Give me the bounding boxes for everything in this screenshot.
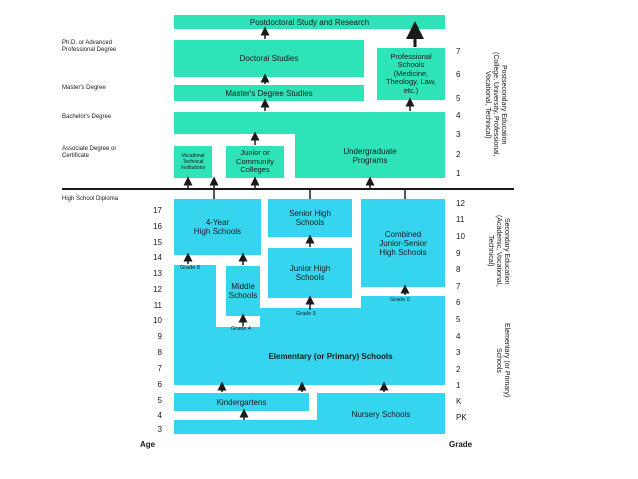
box-elem-upper: [260, 308, 445, 327]
age-8: 8: [157, 348, 162, 357]
age-11: 11: [153, 301, 162, 310]
postsec-year-6: 6: [456, 70, 461, 79]
grade-6: 6: [456, 298, 461, 307]
grade-pk: PK: [456, 413, 467, 422]
grade-11: 11: [456, 215, 465, 224]
box-kindergartens: Kindergartens: [174, 393, 309, 411]
box-nursery-bottom: [317, 426, 445, 434]
label-grade-6: Grade 6: [390, 297, 410, 303]
age-5: 5: [157, 396, 162, 405]
box-elem-left: [174, 265, 216, 385]
box-undergraduate: Undergraduate Programs: [295, 134, 445, 178]
box-four-year-hs: 4-Year High Schools: [174, 199, 261, 255]
age-header: Age: [140, 440, 156, 449]
grade-2: 2: [456, 365, 461, 374]
side-label-postsecondary: Postsecondary Education (College, Univer…: [484, 52, 507, 157]
box-junior-hs: Junior High Schools: [268, 248, 352, 298]
age-10: 10: [153, 316, 162, 325]
label-grade-8: Grade 8: [180, 265, 200, 271]
postsec-year-5: 5: [456, 94, 461, 103]
box-junior-college: Junior or Community Colleges: [226, 146, 284, 178]
label-bachelors: Bachelor's Degree: [62, 114, 112, 120]
age-3: 3: [157, 425, 162, 434]
box-professional: Professional Schools (Medicine, Theology…: [377, 48, 445, 100]
grade-5: 5: [456, 315, 461, 324]
label-grade-4: Grade 4: [231, 326, 251, 332]
label-phd: Ph.D. or Advanced Professional Degree: [62, 40, 117, 53]
age-7: 7: [157, 364, 162, 373]
box-middle: Middle Schools: [226, 266, 260, 316]
grade-8: 8: [456, 265, 461, 274]
box-doctoral: Doctoral Studies: [174, 40, 364, 77]
box-k-right: [317, 393, 445, 403]
grade-12: 12: [456, 199, 465, 208]
grade-9: 9: [456, 249, 461, 258]
label-masters: Master's Degree: [62, 85, 106, 91]
age-14: 14: [153, 253, 162, 262]
label-grade-5: Grade 5: [296, 311, 316, 317]
grade-7: 7: [456, 282, 461, 291]
postsec-year-1: 1: [456, 169, 461, 178]
box-elem-upper-right: [361, 296, 445, 308]
elementary-label: Elementary (or Primary) Schools: [268, 351, 393, 361]
age-6: 6: [157, 380, 162, 389]
box-senior-hs: Senior High Schools: [268, 199, 352, 237]
diploma-line: [62, 188, 514, 190]
grade-header: Grade: [449, 440, 473, 449]
label-high-school-diploma: High School Diploma: [62, 196, 119, 202]
age-15: 15: [153, 238, 162, 247]
grade-k: K: [456, 397, 462, 406]
grade-3: 3: [456, 348, 461, 357]
postsec-year-2: 2: [456, 150, 461, 159]
age-4: 4: [157, 411, 162, 420]
age-16: 16: [153, 222, 162, 231]
label-associate: Associate Degree or Certificate: [62, 146, 117, 159]
age-12: 12: [153, 285, 162, 294]
box-masters: Master's Degree Studies: [174, 85, 364, 101]
side-label-secondary: Secondary Education (Academic, Vocationa…: [487, 215, 510, 287]
box-upper-undergrad: [174, 112, 445, 134]
box-vocational: Vocational Technical Institutions: [174, 146, 212, 178]
postsec-year-7: 7: [456, 47, 461, 56]
box-elementary: Elementary (or Primary) Schools: [216, 327, 445, 385]
age-17: 17: [153, 206, 162, 215]
side-label-elementary: Elementary (or Primary) Schools: [495, 322, 510, 398]
age-13: 13: [153, 269, 162, 278]
grade-10: 10: [456, 232, 465, 241]
grade-4: 4: [456, 332, 461, 341]
box-combined-hs: Combined Junior-Senior High Schools: [361, 199, 445, 287]
box-nursery: Nursery Schools: [317, 403, 445, 426]
postsec-year-3: 3: [456, 130, 461, 139]
postsec-year-4: 4: [456, 111, 461, 120]
box-postdoctoral: Postdoctoral Study and Research: [174, 15, 445, 29]
grade-1: 1: [456, 381, 461, 390]
box-nursery-left: [174, 420, 317, 434]
age-9: 9: [157, 332, 162, 341]
